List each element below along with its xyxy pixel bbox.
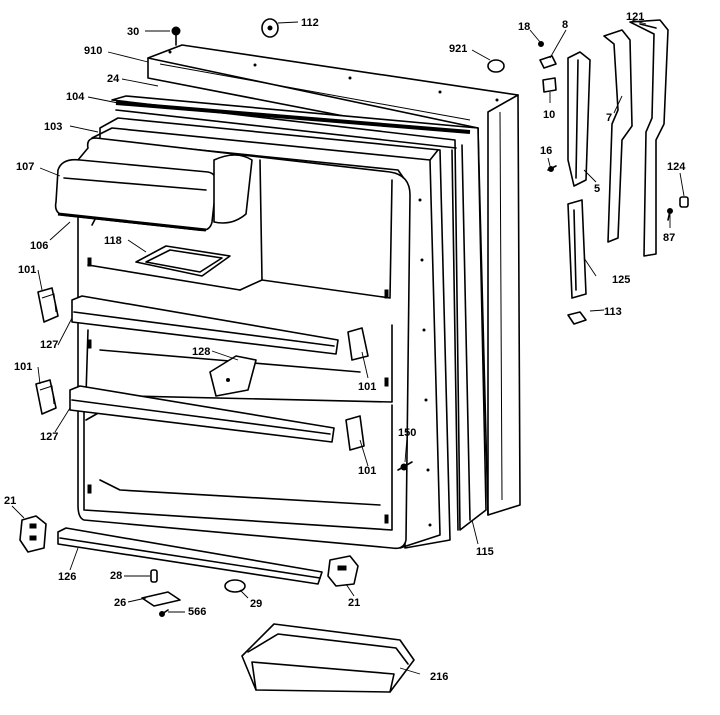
callout-125: 125	[612, 274, 630, 286]
hinge-right	[327, 555, 359, 587]
plug-921	[487, 59, 505, 73]
shelf-clip-right-lower	[345, 415, 365, 451]
callout-127-upper: 127	[40, 339, 58, 351]
callout-127-lower: 127	[40, 431, 58, 443]
callout-16: 16	[540, 145, 552, 157]
handle-7	[603, 29, 633, 243]
callout-87: 87	[663, 232, 675, 244]
cap-124	[679, 196, 689, 208]
callout-18: 18	[518, 21, 530, 33]
callout-30: 30	[127, 26, 139, 38]
handle-121	[629, 19, 669, 257]
callout-21-right: 21	[348, 597, 360, 609]
callout-103: 103	[44, 121, 62, 133]
callout-101-lower-right: 101	[358, 465, 376, 477]
butter-tray	[135, 245, 231, 277]
shelf-clip-left-upper	[37, 287, 59, 323]
callout-126: 126	[58, 571, 76, 583]
callout-121: 121	[626, 11, 644, 23]
callout-29: 29	[250, 598, 262, 610]
door-bin	[241, 623, 415, 693]
callout-124: 124	[667, 161, 686, 173]
shelf-divider	[209, 355, 257, 397]
callout-118: 118	[104, 235, 122, 247]
callout-101-upper-left: 101	[18, 264, 36, 276]
callout-107: 107	[16, 161, 34, 173]
callout-921: 921	[449, 43, 467, 55]
callout-28: 28	[110, 570, 122, 582]
block-10	[542, 77, 557, 93]
screw-18	[538, 41, 544, 47]
callout-21-left: 21	[4, 495, 16, 507]
callout-7: 7	[606, 112, 612, 124]
cap-29	[224, 579, 246, 593]
bracket-26	[141, 591, 181, 607]
callout-910: 910	[84, 45, 102, 57]
dairy-compartment-door	[54, 154, 253, 232]
callout-106: 106	[30, 240, 48, 252]
callout-101-upper-right: 101	[358, 381, 376, 393]
shelf-clip-left-lower	[35, 379, 57, 415]
leader-lines	[11, 19, 685, 675]
pin-28	[150, 569, 158, 583]
clip-8	[539, 55, 557, 69]
callout-113: 113	[604, 306, 622, 318]
callout-150: 150	[398, 427, 416, 439]
callout-104: 104	[66, 91, 85, 103]
screw-566	[159, 609, 169, 617]
handle-bracket-5	[567, 51, 591, 187]
callout-115: 115	[476, 546, 494, 558]
hinge-left	[19, 515, 47, 553]
cap-113	[567, 311, 587, 325]
screw-16	[547, 165, 557, 172]
trim-125	[567, 199, 587, 299]
callout-labels: 30 112 910 24 921 104 103 107 106 118 10…	[4, 11, 686, 683]
callout-216: 216	[430, 671, 448, 683]
callout-10: 10	[543, 109, 555, 121]
door-gasket	[111, 95, 487, 531]
callout-5: 5	[594, 183, 600, 195]
callout-101-lower-left: 101	[14, 361, 32, 373]
screw-87	[667, 208, 673, 221]
callout-128: 128	[192, 346, 210, 358]
callout-112: 112	[301, 17, 319, 29]
callout-566: 566	[188, 606, 206, 618]
callout-24: 24	[107, 73, 120, 85]
callout-26: 26	[114, 597, 126, 609]
screw-30	[171, 26, 181, 46]
plug-112	[261, 18, 279, 38]
shelf-bar-lower	[69, 385, 335, 443]
bottom-rail	[57, 527, 323, 585]
shelf-clip-right-upper	[347, 327, 369, 361]
callout-8: 8	[562, 19, 568, 31]
screw-150	[397, 461, 413, 471]
